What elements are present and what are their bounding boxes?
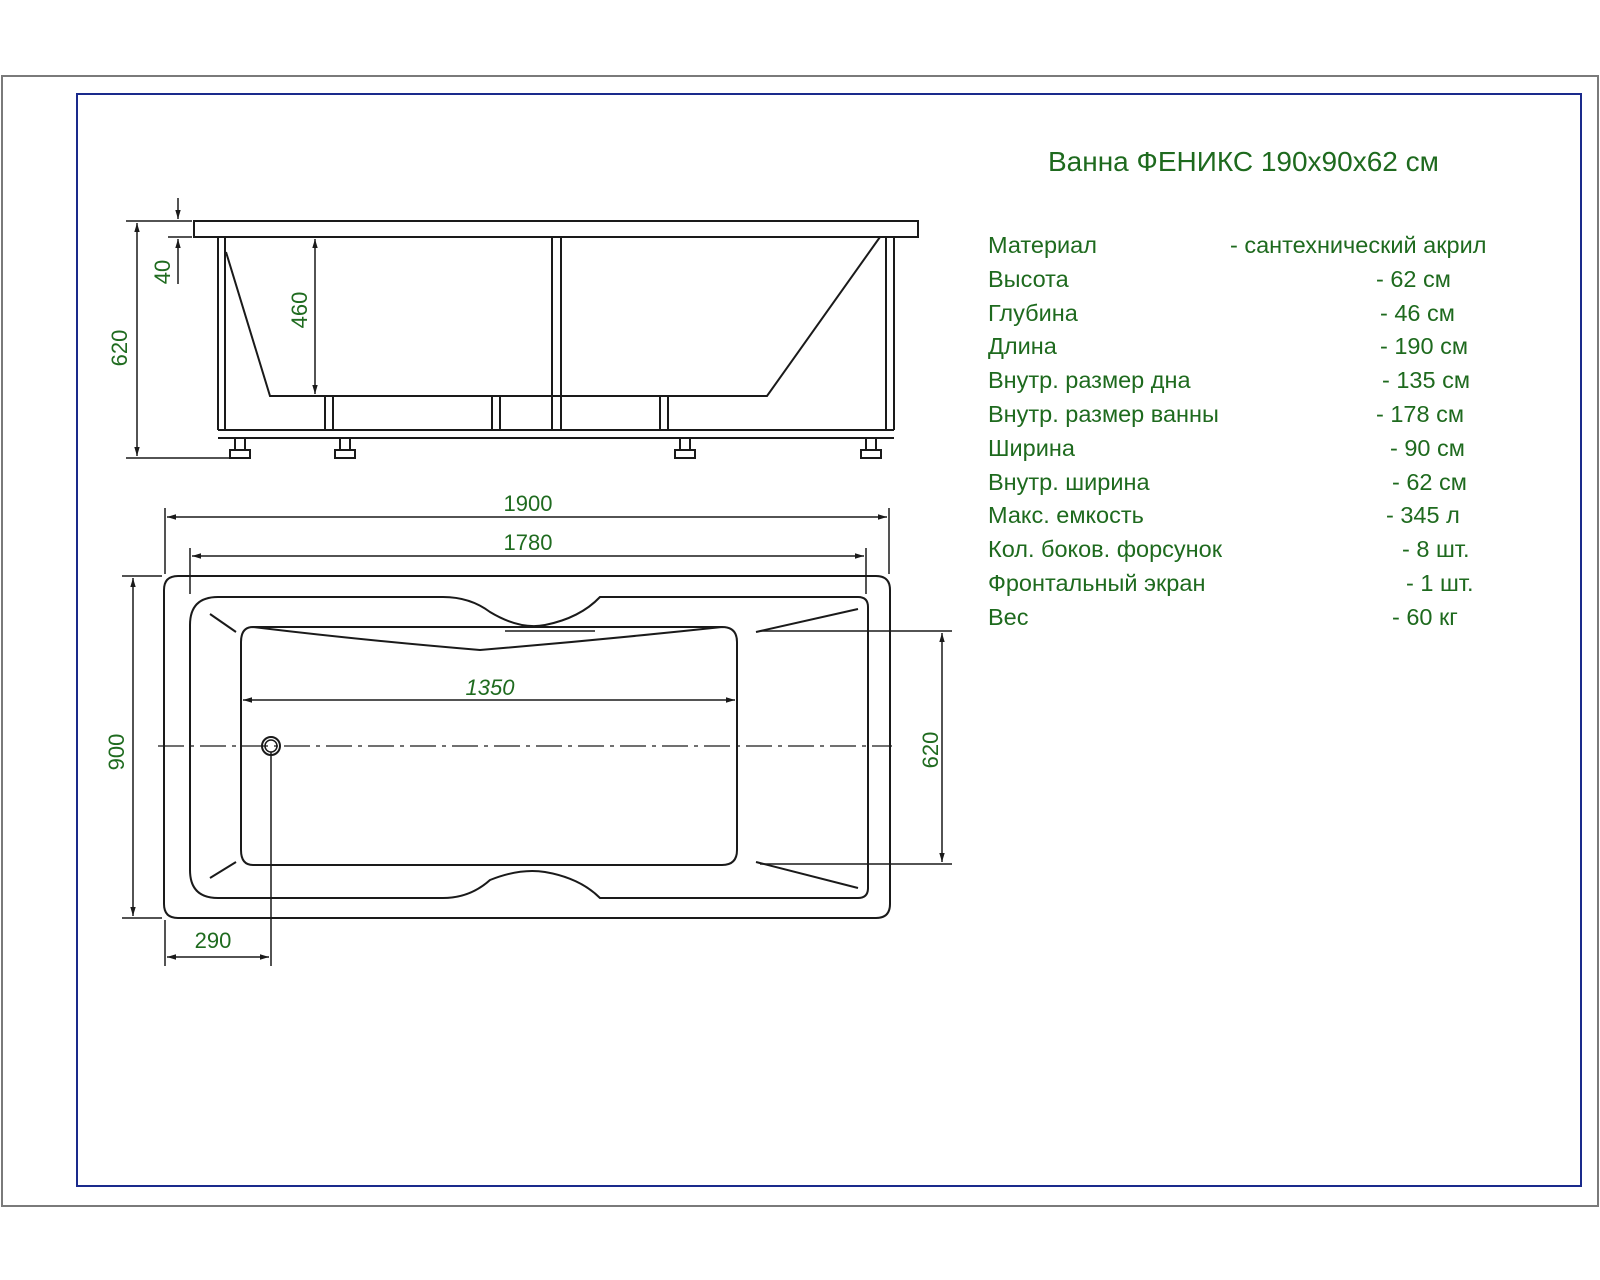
spec-value: - 1 шт. xyxy=(1406,569,1474,596)
spec-row: Материал - сантехнический акрил xyxy=(988,232,1528,266)
bathtub-outline xyxy=(163,575,891,919)
spec-value: - 8 шт. xyxy=(1402,536,1470,563)
dim-depth: 460 xyxy=(287,292,312,329)
dim-width: 900 xyxy=(104,734,129,771)
outer-frame xyxy=(1,75,1599,1207)
spec-value: - 345 л xyxy=(1386,502,1460,529)
spec-value: - 190 см xyxy=(1380,333,1468,360)
spec-label: Фронтальный экран xyxy=(988,569,1206,596)
spec-value: - 178 см xyxy=(1376,400,1464,427)
spec-label: Макс. емкость xyxy=(988,502,1144,529)
bathtub-floor xyxy=(240,625,738,866)
spec-label: Внутр. ширина xyxy=(988,468,1150,495)
spec-row: Длина - 190 см xyxy=(988,333,1528,367)
dim-rim-height: 40 xyxy=(150,260,175,284)
dim-length: 1900 xyxy=(504,491,553,516)
spec-value: - 135 см xyxy=(1382,367,1470,394)
bathtub-body xyxy=(225,236,881,397)
spec-label: Кол. боков. форсунок xyxy=(988,536,1223,563)
spec-label: Внутр. размер дна xyxy=(988,367,1191,394)
side-view xyxy=(126,198,919,459)
dim-bottom-length: 1350 xyxy=(466,675,516,700)
spec-row: Вес - 60 кг xyxy=(988,604,1528,638)
spec-label: Вес xyxy=(988,603,1029,630)
bathtub-rim xyxy=(193,220,919,238)
spec-row: Ширина - 90 см xyxy=(988,435,1528,469)
spec-value: - 62 см xyxy=(1376,265,1451,292)
spec-row: Фронтальный экран - 1 шт. xyxy=(988,570,1528,604)
spec-value: - 62 см xyxy=(1392,468,1467,495)
page-title: Ванна ФЕНИКС 190х90х62 см xyxy=(1048,146,1439,177)
spec-row: Кол. боков. форсунок - 8 шт. xyxy=(988,536,1528,570)
spec-label: Глубина xyxy=(988,299,1078,326)
inner-frame xyxy=(76,93,1582,1187)
top-view xyxy=(122,508,952,966)
spec-row: Глубина - 46 см xyxy=(988,300,1528,334)
spec-label: Ширина xyxy=(988,434,1075,461)
spec-row: Макс. емкость - 345 л xyxy=(988,502,1528,536)
dim-inner-length: 1780 xyxy=(504,530,553,555)
spec-row: Внутр. размер ванны - 178 см xyxy=(988,401,1528,435)
spec-row: Высота - 62 см xyxy=(988,266,1528,300)
feet xyxy=(229,437,882,459)
spec-row: Внутр. ширина - 62 см xyxy=(988,469,1528,503)
dim-total-height: 620 xyxy=(107,330,132,367)
spec-value: - 90 см xyxy=(1390,434,1465,461)
spec-label: Длина xyxy=(988,333,1057,360)
dim-drain-offset: 290 xyxy=(195,928,232,953)
spec-value: - сантехнический акрил xyxy=(1230,232,1487,258)
spec-value: - 60 кг xyxy=(1392,603,1458,630)
spec-label: Высота xyxy=(988,265,1069,292)
spec-row: Внутр. размер дна - 135 см xyxy=(988,367,1528,401)
spec-label: Внутр. размер ванны xyxy=(988,400,1219,427)
dim-inner-width: 620 xyxy=(918,732,943,769)
bathtub-inner-edge xyxy=(189,596,869,899)
spec-label: Материал xyxy=(988,232,1097,258)
spec-value: - 46 см xyxy=(1380,299,1455,326)
